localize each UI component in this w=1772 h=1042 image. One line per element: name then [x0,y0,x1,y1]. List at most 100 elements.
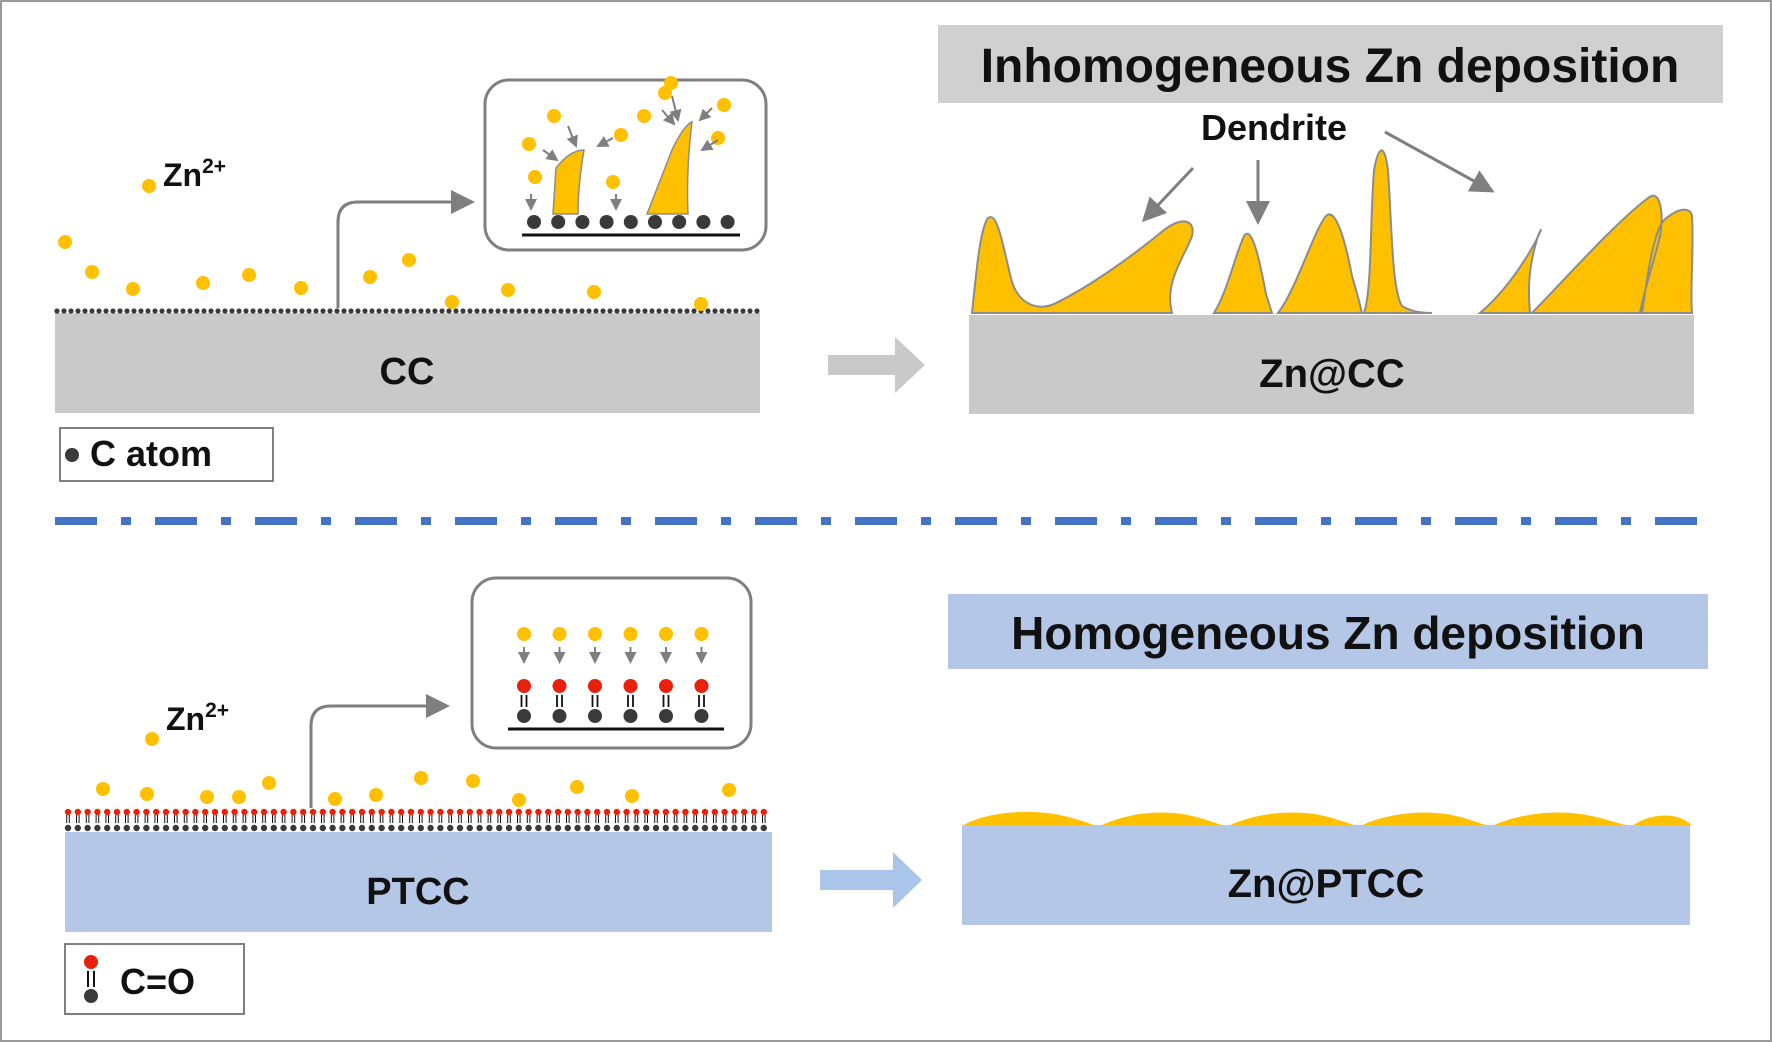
oxygen-atom [231,808,238,816]
carbon-atom [96,308,102,314]
oxygen-atom [339,808,346,816]
top-panel: CC Zn2+ [54,25,1723,482]
zn-cc-substrate [969,315,1694,414]
carbon-atom [594,824,601,832]
oxygen-atom [535,808,542,816]
inset-carbon-atoms [527,215,735,229]
zn-ion [200,790,214,804]
carbon-atom [166,308,172,314]
oxygen-atom [672,808,679,816]
zn-ion [402,253,416,267]
carbon-atom [525,824,532,832]
carbon-atom [633,824,640,832]
carbon-atom [488,308,494,314]
carbon-atom [432,308,438,314]
inhomogeneous-banner-text: Inhomogeneous Zn deposition [981,40,1680,93]
zn-ion [512,793,526,807]
carbon-atom [319,824,326,832]
carbon-atom [565,308,571,314]
oxygen-atom [760,808,767,816]
oxygen-atom [192,808,199,816]
inset-zn-ion [547,109,561,123]
oxygen-atom [486,808,493,816]
inset-carbon-atom [527,215,541,229]
oxygen-atom [290,808,297,816]
inset-carbonyl-sites [517,627,709,723]
oxygen-atom [515,808,522,816]
carbon-atom [143,824,150,832]
carbon-atom [376,308,382,314]
carbon-atom [138,308,144,314]
inset-zn-ion [637,109,651,123]
inset-carbon-atom [552,709,567,723]
oxygen-atom [662,808,669,816]
inset-oxygen-atom [517,679,531,693]
oxygen-atom [574,808,581,816]
oxygen-atom [133,808,140,816]
carbon-atom [635,308,641,314]
oxygen-atom [505,808,513,816]
zoom-inset-cc [483,76,768,252]
oxygen-atom [241,808,248,816]
carbon-atom [505,824,513,832]
bottom-panel: PTCC Zn2+ C=O Zn@PTCC [64,576,1708,1015]
inset-oxygen-atom [623,679,638,693]
carbon-atom [61,308,67,314]
carbon-atom [117,308,123,314]
carbon-atom [124,308,130,314]
oxygen-atom [407,808,415,816]
oxygen-atom [652,808,660,816]
carbon-atom [231,824,238,832]
oxygen-atom [398,808,405,816]
zn-ion [466,774,480,788]
homogeneous-banner-text: Homogeneous Zn deposition [1011,607,1645,659]
zn-ion [96,782,110,796]
carbon-atom [460,308,466,314]
carbon-atom [574,824,581,832]
carbon-atom [672,824,679,832]
carbon-atom [733,308,739,314]
carbon-atom [750,824,758,832]
inset-zn-ions [522,76,731,189]
carbon-atom [712,308,718,314]
carbon-atom [530,308,536,314]
carbon-atom [236,308,242,314]
carbon-atom [327,308,333,314]
homogeneous-banner [948,594,1708,669]
carbon-atom [425,308,431,314]
carbon-atom [388,824,395,832]
carbon-atom [731,824,738,832]
carbon-atom [453,308,459,314]
carbon-atom [173,308,179,314]
oxygen-atom [584,808,591,816]
inset-zn-ion [659,627,673,641]
carbon-atom [417,824,424,832]
carbon-atom [649,308,655,314]
zn-ion [414,771,428,785]
oxygen-atom [74,808,82,816]
carbon-atom [397,308,403,314]
zn-ion [262,776,276,790]
carbon-atom [355,308,361,314]
carbon-atom [682,824,689,832]
process-arrow-bottom [820,852,922,908]
inset-carbon-atom [659,709,673,723]
oxygen-atom [633,808,640,816]
carbon-atom [754,308,760,314]
carbon-atom [202,824,209,832]
carbon-atom [551,308,557,314]
zn-ion [126,282,140,296]
oxygen-atom [417,808,424,816]
carbon-atom [348,308,354,314]
zn-ion-charge: 2+ [202,155,226,178]
legend-carbonyl: C=O [64,943,245,1015]
oxygen-atom [221,808,228,816]
inset-carbon-atom [623,215,638,229]
carbon-atom [349,824,356,832]
inset-zn-ion [517,627,531,641]
carbon-atom [579,308,585,314]
carbon-atom [740,308,746,314]
carbon-atom [474,308,480,314]
carbon-atom [515,824,522,832]
carbon-atom [211,824,219,832]
